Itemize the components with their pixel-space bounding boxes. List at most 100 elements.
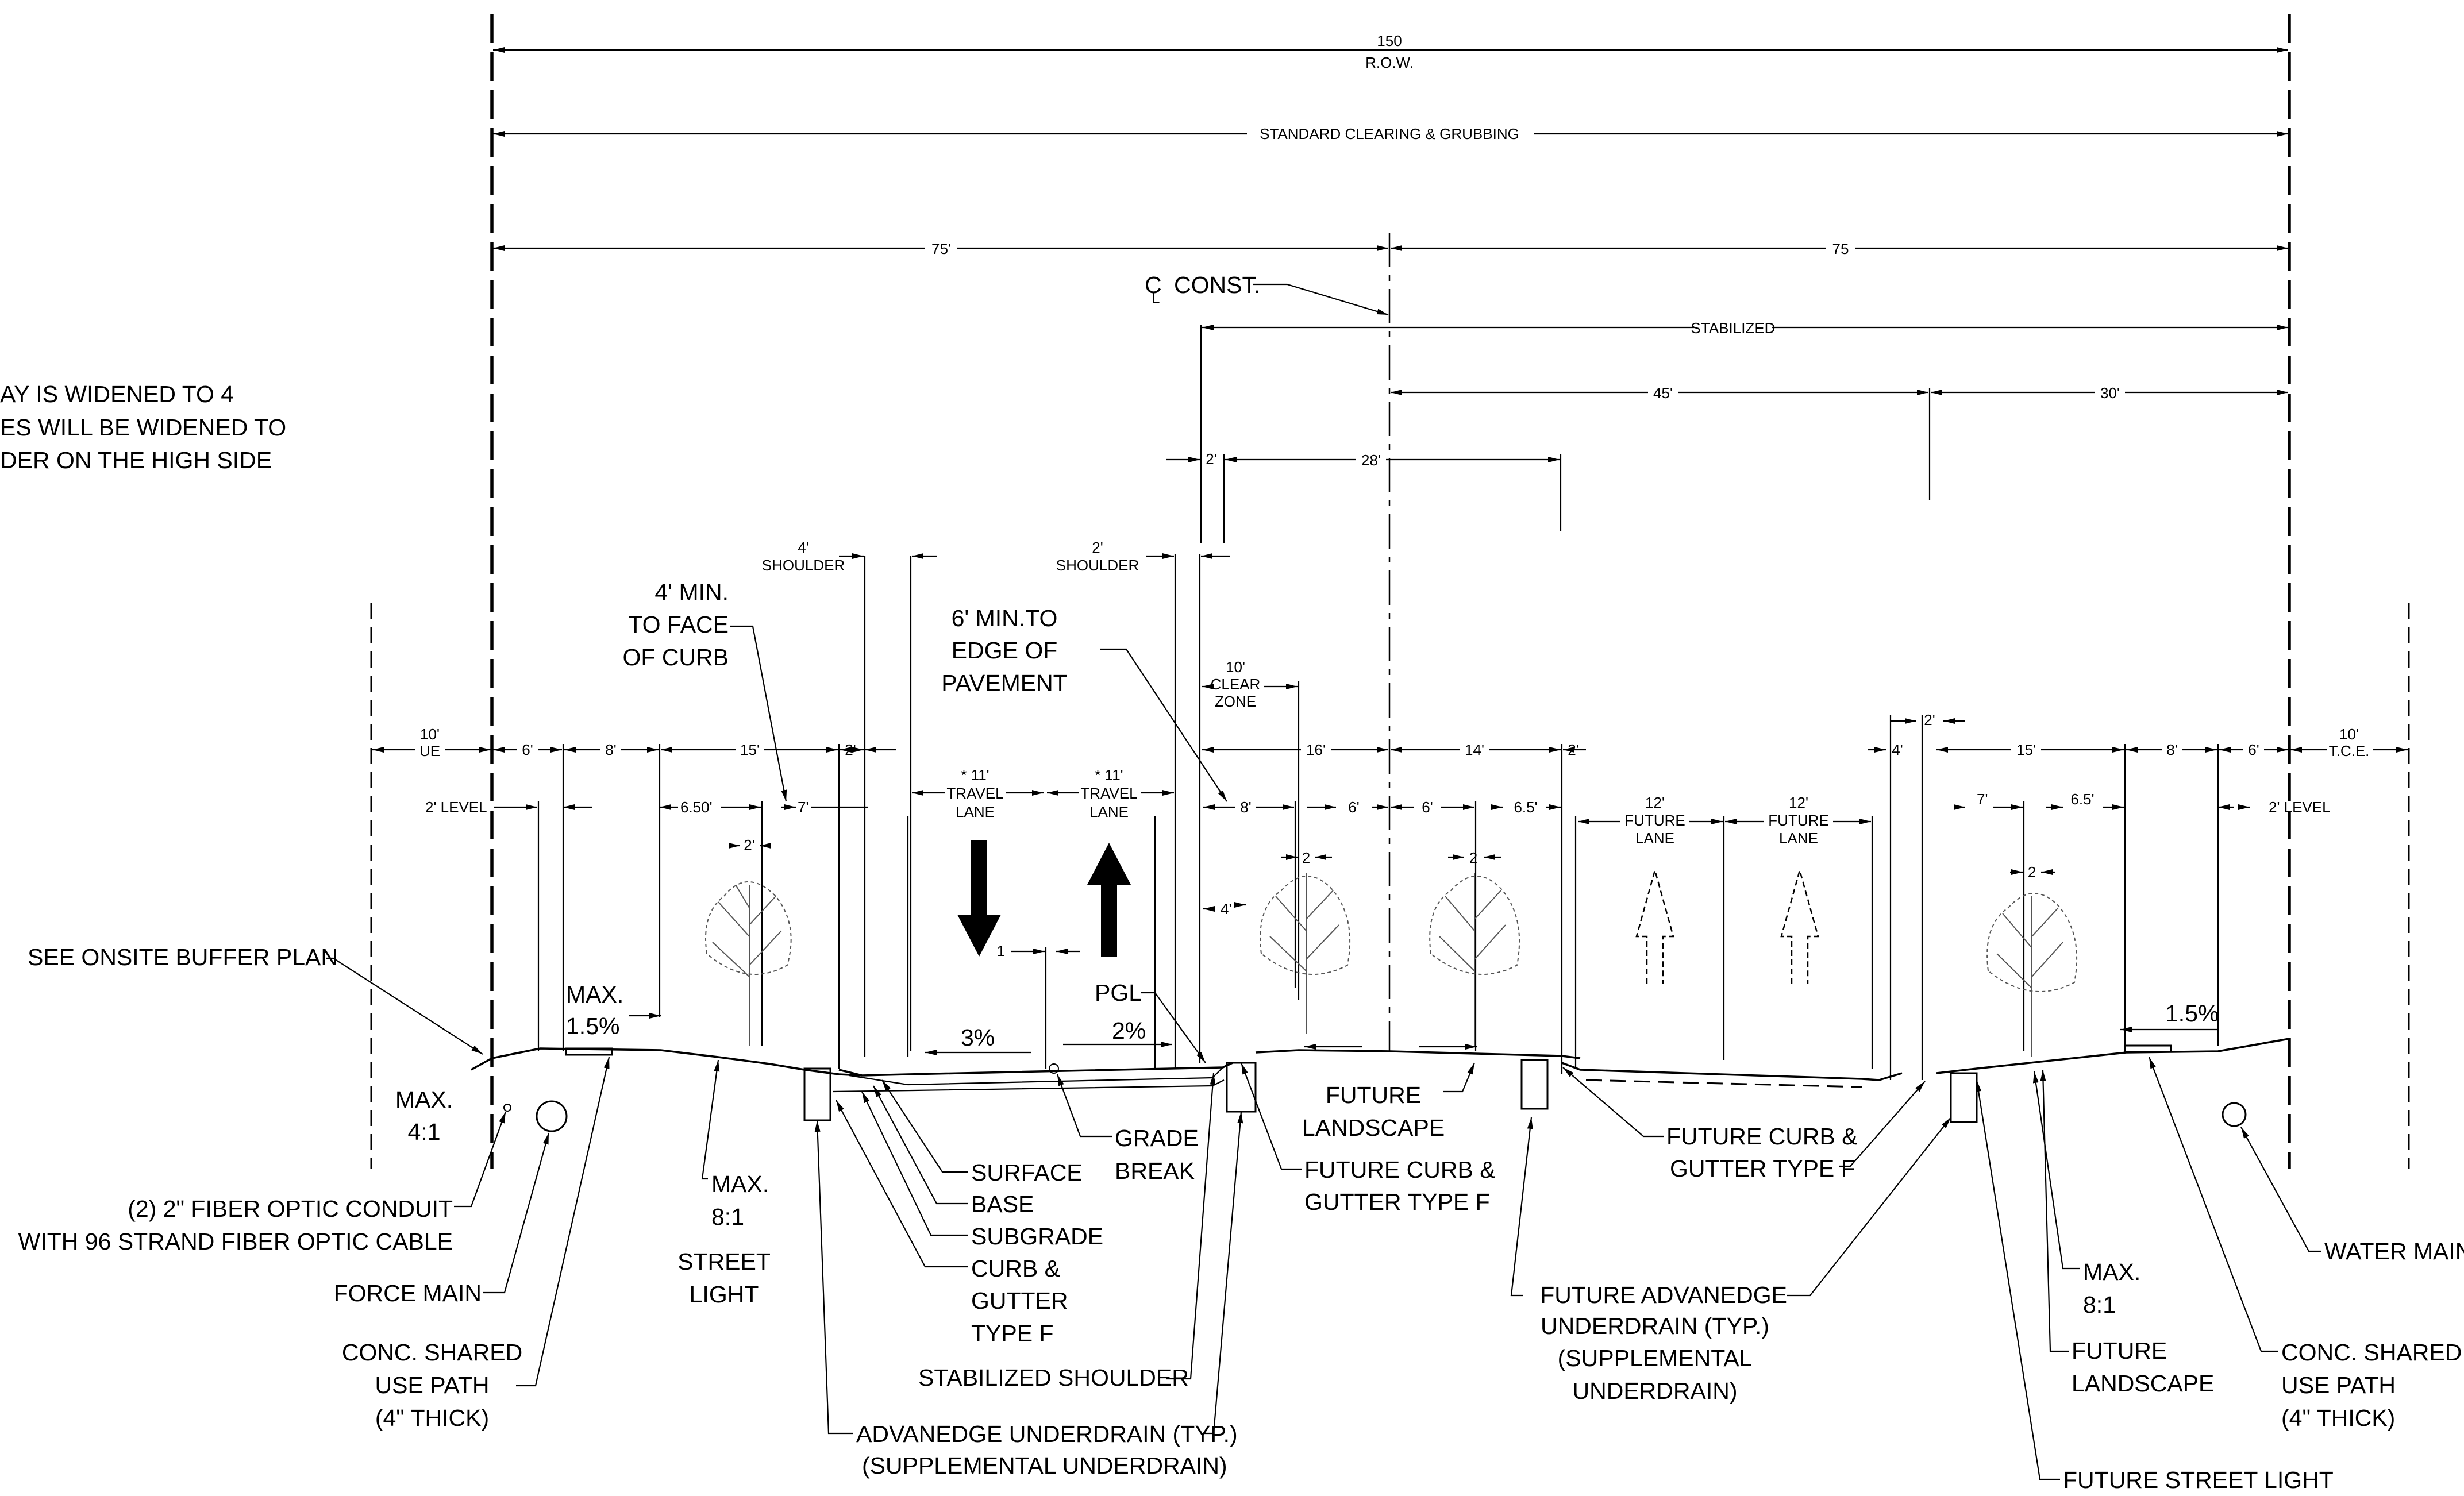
d8l-label: 8' [605, 741, 616, 758]
right-shoulder-label: SHOULDER [1056, 557, 1139, 574]
d4m-label: 4' [1221, 900, 1231, 917]
tree-icon-median-1 [1260, 873, 1351, 1034]
travel-left-1: * 11' [961, 766, 989, 784]
d2m1-label: 2 [1302, 849, 1310, 866]
d8m-label: 8' [1240, 799, 1251, 816]
fut-curb-r2: GUTTER TYPE F [1670, 1155, 1855, 1182]
d15r-label: 15' [2016, 741, 2036, 758]
curb-stabilized [1226, 1062, 1257, 1113]
stabilized-label: STABILIZED [1691, 319, 1776, 337]
d30-label: 30' [2100, 384, 2120, 402]
tree-icon-right [1986, 893, 2078, 1057]
median-ground [1255, 1049, 1581, 1059]
extension-lines [562, 715, 2219, 1080]
buffer-label: SEE ONSITE BUFFER PLAN [28, 944, 338, 970]
max-slope-2: 1.5% [566, 1013, 619, 1039]
d6r-label: 6' [2248, 741, 2259, 758]
street-light-2: LIGHT [690, 1281, 759, 1308]
d28-label: 28' [1361, 452, 1381, 469]
d8r-label: 8' [2166, 741, 2177, 758]
d16-label: 16' [1306, 741, 1326, 758]
shared-use-path-left [565, 1047, 613, 1056]
fut-curb-r1: FUTURE CURB & [1666, 1123, 1858, 1150]
future-lane1-1: 12' [1645, 794, 1665, 811]
clear-zone-label2: ZONE [1215, 693, 1256, 710]
slope-2pct: 2% [1112, 1017, 1146, 1044]
force-main-icon [536, 1100, 568, 1132]
note-line-3: DER ON THE HIGH SIDE [0, 447, 272, 473]
note-line-2: ES WILL BE WIDENED TO [0, 414, 286, 441]
right-half-label: 75 [1832, 240, 1849, 257]
water-main-label: WATER MAIN [2324, 1238, 2464, 1264]
left-shoulder-value: 4' [798, 539, 808, 556]
slope-right-15pct: 1.5% [2165, 1000, 2219, 1027]
future-curb-right [1950, 1072, 1978, 1123]
future-pavement [1561, 1062, 1903, 1081]
centerline-symbol: C [1145, 272, 1162, 298]
d1-label: 1 [997, 942, 1005, 959]
min6-line2: EDGE OF [952, 637, 1058, 664]
travel-arrow-up-icon [1087, 843, 1131, 957]
future-lane2-2: FUTURE [1768, 812, 1828, 829]
future-curb-center [1520, 1059, 1549, 1110]
ground-profile [491, 1047, 863, 1077]
ue-value: 10' [420, 726, 440, 743]
future-lane1-2: FUTURE [1624, 812, 1685, 829]
right-ground [1936, 1038, 2290, 1074]
future-lane2-1: 12' [1789, 794, 1808, 811]
d2-label: 2' [1206, 450, 1216, 468]
min4-line3: OF CURB [623, 644, 729, 670]
d14-label: 14' [1465, 741, 1484, 758]
d6m-label: 6' [1348, 799, 1359, 816]
fiber-line1: (2) 2" FIBER OPTIC CONDUIT [128, 1196, 453, 1222]
travel-left-3: LANE [956, 803, 995, 820]
curb-label-2: GUTTER [971, 1287, 1068, 1314]
left-half-label: 75' [931, 240, 951, 257]
clear-zone-label1: CLEAR [1211, 676, 1261, 693]
min6-line3: PAVEMENT [941, 670, 1067, 696]
d4r-label: 4' [1892, 741, 1903, 758]
cl-const-label: CONST. [1174, 272, 1260, 298]
d2-tree-left-label: 2' [744, 836, 754, 854]
pavement-surface [838, 1062, 1233, 1077]
fut-landscape-r1: FUTURE [2072, 1337, 2167, 1364]
travel-left-2: TRAVEL [946, 785, 1003, 802]
slope-3pct: 3% [961, 1024, 995, 1051]
cl-const-leader [1253, 283, 1389, 316]
base-label: BASE [971, 1191, 1034, 1217]
future-arrow-icon-1 [1635, 867, 1674, 984]
centerline-sub: L [1152, 290, 1160, 307]
path-right-3: (4" THICK) [2281, 1405, 2395, 1431]
path-left-line1: CONC. SHARED [342, 1339, 522, 1366]
fut-landscape-r2: LANDSCAPE [2072, 1370, 2214, 1397]
d2m-label: 2' [1568, 741, 1578, 758]
max81-left-1: MAX. [711, 1171, 769, 1197]
fut-landscape-m2: LANDSCAPE [1302, 1115, 1445, 1141]
fut-curb-m2: GUTTER TYPE F [1304, 1189, 1490, 1215]
force-main-label: FORCE MAIN [334, 1280, 482, 1306]
fut-adv-4: UNDERDRAIN) [1573, 1378, 1738, 1404]
grade-break-marker [1049, 1063, 1059, 1074]
fut-street-light-label: FUTURE STREET LIGHT [2063, 1467, 2334, 1493]
max-slope-1: MAX. [566, 981, 623, 1008]
tree-icon-median-2 [1429, 873, 1520, 1046]
d2r-label: 2 [2028, 863, 2036, 881]
right-shoulder-value: 2' [1092, 539, 1103, 556]
fut-adv-1: FUTURE ADVANEDGE [1540, 1282, 1787, 1308]
path-left-line2: USE PATH [375, 1372, 490, 1398]
d65m-label: 6.5' [1514, 799, 1537, 816]
d65r-label: 6.5' [2070, 791, 2094, 808]
min6-line1: 6' MIN.TO [952, 605, 1058, 631]
pgl-label: PGL [1095, 980, 1142, 1006]
d6l-label: 6' [522, 741, 533, 758]
fut-curb-m1: FUTURE CURB & [1304, 1156, 1496, 1183]
max41-line1: MAX. [395, 1086, 453, 1113]
path-left-line3: (4" THICK) [375, 1405, 489, 1431]
clearing-label: STANDARD CLEARING & GRUBBING [1260, 125, 1519, 142]
max81-right-1: MAX. [2083, 1259, 2140, 1285]
level-right-label: 2' LEVEL [2269, 799, 2331, 816]
tree-icon-left [705, 881, 792, 1046]
tce-value: 10' [2339, 726, 2359, 743]
subgrade-label: SUBGRADE [971, 1223, 1103, 1250]
